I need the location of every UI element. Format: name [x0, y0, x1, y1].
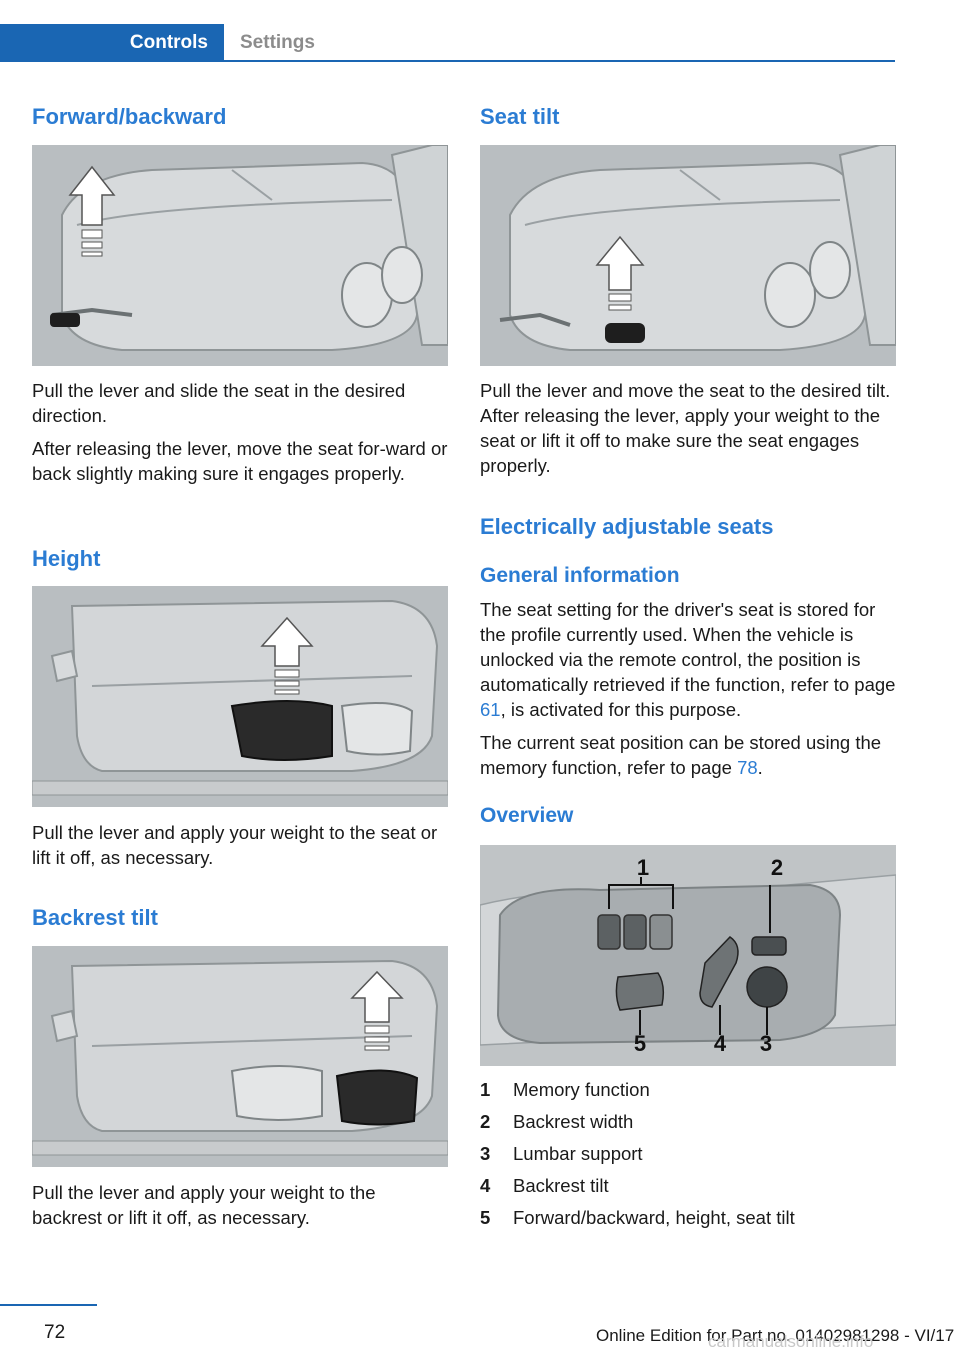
- general-paragraph-2: The current seat position can be stored …: [480, 732, 882, 778]
- tab-settings[interactable]: Settings: [240, 32, 315, 53]
- height-heading: Height: [32, 546, 101, 571]
- seat-tilt-paragraph: Pull the lever and move the seat to the …: [480, 380, 891, 476]
- height-figure: [32, 586, 448, 807]
- watermark: carmanualsonline.info: [708, 1332, 874, 1351]
- forward-paragraph-1: Pull the lever and slide the seat in the…: [32, 380, 406, 426]
- overview-heading: Overview: [480, 804, 574, 827]
- backrest-tilt-heading: Backrest tilt: [32, 905, 158, 930]
- legend-item: 1 Memory function: [480, 1079, 650, 1100]
- callout-4: 4: [714, 1031, 727, 1056]
- callout-2: 2: [771, 855, 783, 880]
- seat-tilt-figure: [480, 145, 896, 366]
- legend-item: 3 Lumbar support: [480, 1143, 643, 1164]
- seat-forward-illustration: [32, 145, 448, 366]
- legend-item: 2 Backrest width: [480, 1111, 634, 1132]
- footer-divider: [0, 1304, 97, 1306]
- legend-item: 5 Forward/backward, height, seat tilt: [480, 1207, 795, 1228]
- overview-legend: 1 Memory function 2 Backrest width 3 Lum…: [480, 1076, 896, 1236]
- electric-seats-heading: Electrically adjustable seats: [480, 514, 774, 539]
- general-info-heading: General information: [480, 564, 680, 587]
- backrest-paragraph: Pull the lever and apply your weight to …: [32, 1182, 376, 1228]
- forward-backward-figure: [32, 145, 448, 366]
- page-ref-61[interactable]: 61: [480, 699, 501, 720]
- tab-controls[interactable]: Controls: [0, 24, 224, 62]
- seat-tilt-illustration: [480, 145, 896, 366]
- page-ref-78[interactable]: 78: [737, 757, 758, 778]
- header-tabbar: Controls Settings: [0, 0, 960, 64]
- callout-1: 1: [637, 855, 649, 880]
- seat-backrest-illustration: [32, 946, 448, 1167]
- backrest-tilt-figure: [32, 946, 448, 1167]
- seat-height-illustration: [32, 586, 448, 807]
- general-paragraph-1: The seat setting for the driver's seat i…: [480, 599, 896, 720]
- seat-tilt-heading: Seat tilt: [480, 104, 560, 129]
- header-divider: [0, 60, 895, 62]
- height-paragraph: Pull the lever and apply your weight to …: [32, 822, 438, 868]
- forward-paragraph-2: After releasing the lever, move the seat…: [32, 438, 448, 484]
- forward-backward-heading: Forward/backward: [32, 104, 227, 129]
- legend-item: 4 Backrest tilt: [480, 1175, 609, 1196]
- overview-figure: 1 2 3 4 5: [480, 845, 896, 1066]
- edition-text: Online Edition for Part no. 01402981298 …: [596, 1326, 955, 1345]
- seat-controls-illustration: 1 2 3 4 5: [480, 845, 896, 1066]
- callout-5: 5: [634, 1031, 646, 1056]
- page-number: 72: [44, 1322, 66, 1343]
- callout-3: 3: [760, 1031, 772, 1056]
